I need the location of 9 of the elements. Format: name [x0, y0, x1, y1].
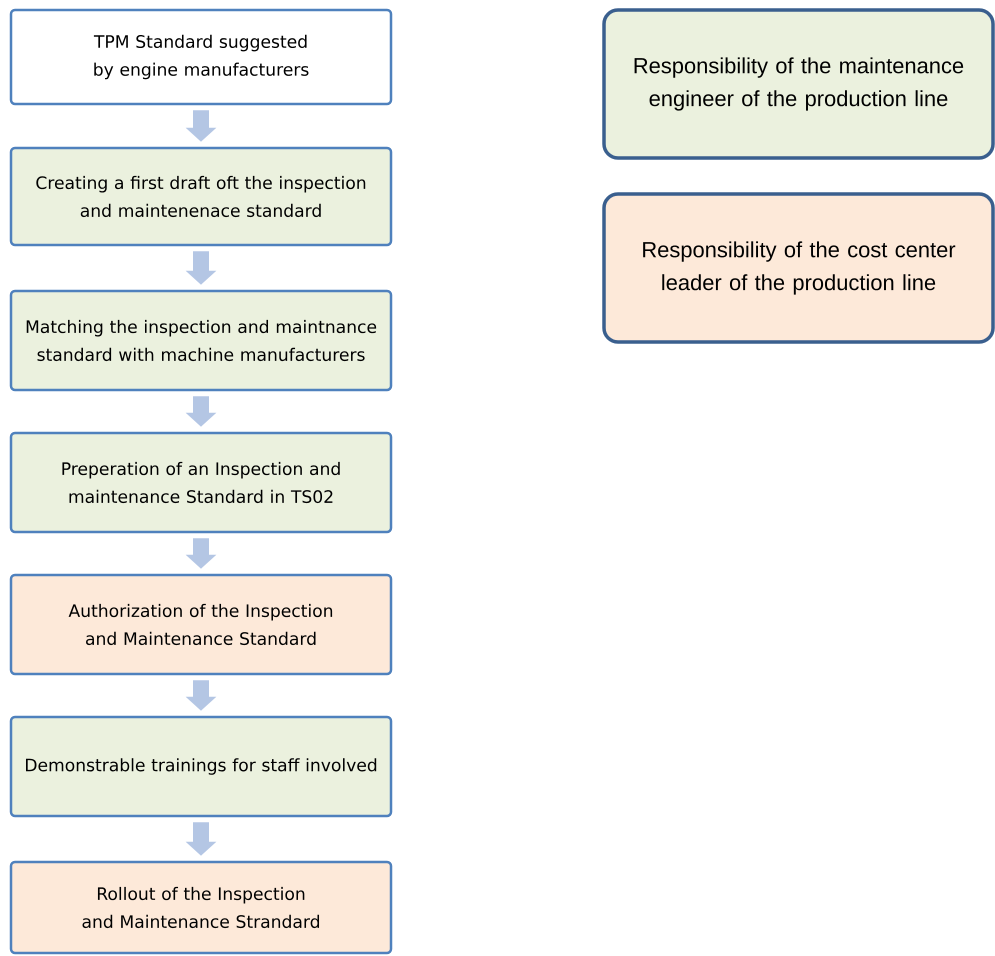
- process-box: Rollout of the Inspection and Maintenance Strandard: [10, 860, 392, 954]
- legend-box: Responsibility of the cost center leader of the production line: [602, 192, 995, 344]
- process-box: Demonstrable trainings for staff involved: [10, 716, 392, 818]
- process-box: TPM Standard suggested by engine manufacturers: [10, 8, 392, 106]
- legend-box: Responsibility of the maintenance engineer of the production line: [602, 8, 995, 160]
- process-box: Authorization of the Inspection and Maintenance Standard: [10, 574, 392, 676]
- process-box: Preperation of an Inspection and maintenance Standard in TS02: [10, 432, 392, 534]
- process-box: Creating a first draft oft the inspection and maintenenace standard: [10, 146, 392, 246]
- process-box: Matching the inspection and maintnance standard with machine manufacturers: [10, 290, 392, 392]
